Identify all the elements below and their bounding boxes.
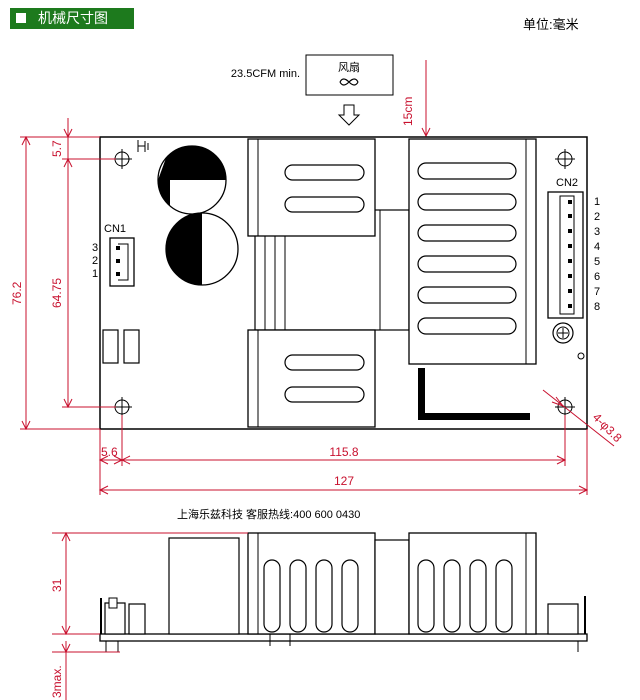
ground-icon	[137, 140, 149, 152]
left-offset-value: 5.6	[101, 445, 118, 459]
unit-label: 单位:毫米	[523, 17, 579, 32]
cn2-pin: 1	[594, 196, 600, 208]
fan-distance-dim: 15cm	[401, 60, 431, 138]
cn2-pin: 8	[594, 301, 600, 313]
side-cn1	[100, 597, 126, 652]
total-width-dim: 127	[98, 429, 589, 495]
side-clearance-value: 3max.	[50, 665, 64, 698]
heatsink	[247, 329, 376, 428]
side-pcb	[99, 633, 588, 642]
total-height-dim: 76.2	[10, 135, 100, 431]
cn1-label: CN1	[104, 223, 126, 235]
cn2-pin: 5	[594, 256, 600, 268]
section-title: 机械尺寸图	[38, 10, 108, 26]
cn2-connector	[547, 191, 584, 319]
hole-pitch-v-dim: 64.75	[50, 159, 116, 409]
mounting-hole-icon	[555, 149, 575, 169]
hole-pitch-v-value: 64.75	[50, 278, 64, 308]
cn2-pin: 6	[594, 271, 600, 283]
contact-info: 上海乐兹科技 客服热线:400 600 0430	[177, 507, 360, 521]
square-icon	[16, 13, 26, 23]
cn2-label: CN2	[556, 177, 578, 189]
fan-distance: 15cm	[401, 97, 415, 126]
fan-icon	[339, 78, 359, 86]
heatsink	[408, 138, 537, 365]
capacitor	[157, 145, 227, 215]
side-heatsink	[408, 532, 537, 635]
top-offset-value: 5.7	[50, 140, 64, 157]
hole-spec-value: 4-φ3.8	[590, 410, 625, 445]
side-heatsink	[247, 532, 376, 646]
test-point	[577, 352, 585, 360]
cn1-pin: 3	[92, 242, 98, 254]
side-clearance-dim: 3max.	[50, 641, 120, 700]
cn2-pin: 2	[594, 211, 600, 223]
side-component	[128, 603, 146, 635]
fan-flow: 23.5CFM min.	[231, 68, 300, 80]
total-height-value: 76.2	[10, 281, 24, 305]
fan-box: 风扇	[305, 54, 394, 96]
side-height-dim: 31	[50, 531, 248, 636]
airflow-arrow-icon	[337, 104, 361, 126]
side-cn2	[547, 596, 586, 652]
side-height-value: 31	[50, 578, 64, 592]
capacitor	[165, 212, 239, 286]
cn2-pin: 4	[594, 241, 600, 253]
total-width-value: 127	[334, 474, 354, 488]
component	[123, 329, 140, 364]
hole-pitch-h-dim: 5.6 115.8	[98, 415, 567, 495]
heatsink-base	[418, 368, 530, 420]
heatsink	[247, 138, 376, 237]
cn2-pin: 3	[594, 226, 600, 238]
cn1-pin: 2	[92, 255, 98, 267]
fan-label: 风扇	[338, 60, 360, 74]
section-header: 机械尺寸图	[10, 8, 134, 29]
cn1-pin: 1	[92, 268, 98, 280]
potentiometer-icon	[552, 322, 574, 344]
hole-pitch-h-value: 115.8	[329, 445, 358, 459]
side-transformer	[374, 539, 410, 635]
cn1-connector	[109, 237, 135, 287]
side-capacitor	[168, 537, 240, 635]
cn2-pin: 7	[594, 286, 600, 298]
component	[102, 329, 119, 364]
